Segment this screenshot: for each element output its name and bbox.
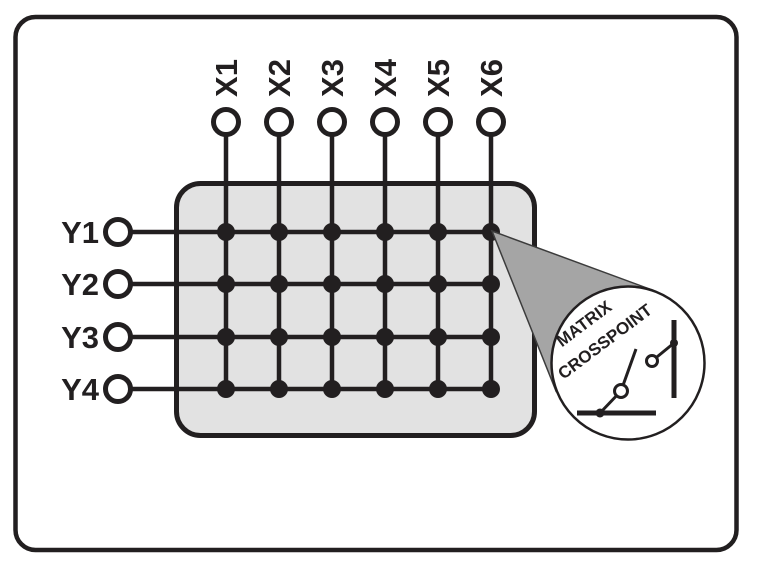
crosspoint-dot [217, 223, 235, 241]
x-column-x6: X6 [474, 59, 509, 389]
crosspoint-dot [376, 223, 394, 241]
crosspoint-dot [323, 328, 341, 346]
y-terminal-label: Y3 [61, 320, 99, 355]
crosspoint-dot [217, 328, 235, 346]
crosspoint-dot [270, 223, 288, 241]
matrix-box [174, 181, 537, 438]
x-column-x4: X4 [368, 58, 403, 389]
switch-pivot-contact [613, 383, 629, 399]
crosspoint-switch-symbol [577, 320, 678, 418]
crosspoint-dot [323, 275, 341, 293]
crosspoint-dot [323, 223, 341, 241]
x-column-x5: X5 [421, 59, 456, 389]
crosspoint-dot [429, 275, 447, 293]
x-terminal-circle [317, 107, 347, 137]
x-terminal-circle [476, 107, 506, 137]
crosspoint-dot [376, 275, 394, 293]
x-column-x1: X1 [209, 59, 244, 389]
callout-bubble: MATRIX CROSSPOINT [550, 285, 706, 441]
crosspoint-dot [270, 380, 288, 398]
crosspoint-dot [482, 380, 500, 398]
crosspoint-dot [429, 223, 447, 241]
switch-open-contact [645, 354, 659, 368]
x-terminal-label: X1 [209, 59, 244, 97]
y-terminal-label: Y1 [61, 215, 99, 250]
x-column-x2: X2 [262, 59, 297, 389]
x-column-x3: X3 [315, 59, 350, 389]
crosspoint-dots-layer [217, 223, 500, 398]
x-terminal-label: X2 [262, 59, 297, 97]
crosspoint-dot [376, 380, 394, 398]
x-terminal-circle [370, 107, 400, 137]
x-terminal-label: X3 [315, 59, 350, 97]
x-terminal-label: X6 [474, 59, 509, 97]
crosspoint-dot [482, 275, 500, 293]
x-terminal-circle [264, 107, 294, 137]
y-terminal-label: Y4 [61, 372, 100, 407]
x-terminal-label: X4 [368, 58, 403, 97]
y-terminal-label: Y2 [61, 267, 99, 302]
x-columns-layer: X1 X2 X3 X4 X5 X6 [209, 58, 509, 389]
x-terminal-label: X5 [421, 59, 456, 97]
crosspoint-dot [270, 275, 288, 293]
crosspoint-dot [217, 380, 235, 398]
crosspoint-dot [217, 275, 235, 293]
crosspoint-dot [429, 380, 447, 398]
crosspoint-dot [270, 328, 288, 346]
x-terminal-circle [211, 107, 241, 137]
y-terminal-circle [103, 374, 133, 404]
y-terminal-circle [103, 322, 133, 352]
crosspoint-dot [429, 328, 447, 346]
crosspoint-dot [376, 328, 394, 346]
bubble-circle [550, 285, 706, 441]
y-terminal-circle [103, 217, 133, 247]
y-terminal-circle [103, 269, 133, 299]
crosspoint-dot [482, 328, 500, 346]
x-terminal-circle [423, 107, 453, 137]
crosspoint-dot [323, 380, 341, 398]
